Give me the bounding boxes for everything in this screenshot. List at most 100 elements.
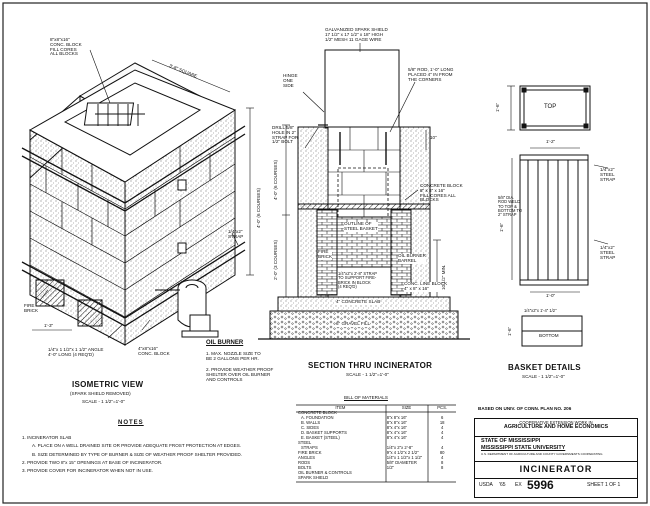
iso-strap-label: 1/4"x2" STRAP xyxy=(228,229,244,240)
concrete-block-line: FILL CORES ALL xyxy=(420,192,456,198)
strap-support-label: 1/4"x2"x 2'-8" STRAP TO SUPPORT FIRE- BR… xyxy=(338,271,378,290)
basket-dim-top: 1'-6" xyxy=(495,102,500,112)
title-block-coop: COOPERATIVE EXTENSION WORK IN AGRICULTUR… xyxy=(475,420,637,431)
bom-cell: CONCRETE BLOCK xyxy=(298,410,337,415)
title-block-rule xyxy=(475,436,637,437)
spark-shield-line: GALVANIZED SPARK SHIELD xyxy=(325,27,388,32)
spark-shield-line: 1/2" MESH 11 GAGE WIRE xyxy=(325,36,382,42)
hinge-label: HINGE ONE SIDE xyxy=(283,73,298,88)
bom-cell: 8"x 8"x 16" xyxy=(386,415,408,420)
bom-cell: STRAPS xyxy=(301,445,318,450)
note-line: 3. PROVIDE COVER FOR INCINERATOR WHEN NO… xyxy=(22,468,153,474)
title-block: COOPERATIVE EXTENSION WORK IN AGRICULTUR… xyxy=(474,418,638,498)
basket-outline-label: OUTLINE OF STEEL BASKET xyxy=(344,221,378,232)
title-block-coop-line: AGRICULTURE AND HOME ECONOMICS xyxy=(503,424,609,431)
iso-block-bottom-line: CONC. BLOCK xyxy=(138,350,170,356)
bom-cell xyxy=(428,475,456,480)
strap-support-line: (4 REQ'D) xyxy=(338,283,357,289)
basket-rod-line: 2" STRAP xyxy=(498,212,517,218)
bom-cell: C. SIDES xyxy=(301,425,319,430)
hinge-line: HINGE xyxy=(283,73,298,78)
title-block-year: '65 xyxy=(499,482,506,488)
section-view xyxy=(258,43,470,340)
strap-support-line: 1/4"x2"x 2'-8" STRAP xyxy=(338,271,378,276)
basket-title: BASKET DETAILS xyxy=(508,363,581,372)
oil-burner-note-line: 1. MAX. NOZZLE SIZE TO xyxy=(206,351,261,356)
oil-burner-note-1: 1. MAX. NOZZLE SIZE TO BE 2 GALLONS PER … xyxy=(206,351,261,362)
hinge-line: SIDE xyxy=(283,82,294,88)
iso-strap-line: STRAP xyxy=(228,233,244,239)
title-block-name: INCINERATOR xyxy=(519,464,593,474)
iso-block-bottom-label: 4"x8"x16" CONC. BLOCK xyxy=(138,346,170,357)
drill-line: HOLE IN 2" xyxy=(272,129,296,135)
bom-header-pcs: PCS. xyxy=(437,405,448,410)
rod-label: 5/8" ROD, 1'-0" LONG PLACED 4" IN FROM T… xyxy=(408,67,454,82)
iso-angle-line: 1/4"x 1 1/2"x 1 1/2" ANGLE xyxy=(48,347,104,352)
concrete-block-line: 8" x 8" x 16" xyxy=(420,187,445,193)
slab-label: 4" CONCRETE SLAB xyxy=(336,299,381,305)
basket-rod-label: 5/8" DIA. ROD WELD TO TOP & BOTTOM TO 2"… xyxy=(498,195,522,218)
bom-cell: A. FOUNDATION xyxy=(301,415,334,420)
basket-dim-mid: 1'-2" xyxy=(546,139,556,144)
gravel-label: 6" GRAVEL FILL xyxy=(336,321,371,327)
iso-angle-label: 1/4"x 1 1/2"x 1 1/2" ANGLE 4'-0" LONG (4… xyxy=(48,347,104,358)
bom-cell: BOLTS xyxy=(298,465,312,470)
basket-steel-strap-line: STEEL xyxy=(600,171,615,177)
iso-subtitle: (SPARK SHIELD REMOVED) xyxy=(70,391,131,396)
note-line: 1. INCINERATOR SLAB xyxy=(22,435,72,440)
notes-list: 1. INCINERATOR SLAB A. PLACE ON A WELL D… xyxy=(22,434,242,475)
bom-cell: ANGLES xyxy=(298,455,315,460)
basket-steel-strap-side-line: STRAP xyxy=(600,254,616,260)
oil-burner-note-line: BE 2 GALLONS PER HR. xyxy=(206,355,259,361)
bom-cell xyxy=(385,475,429,480)
bom-table: ITEM SIZE PCS. CONCRETE BLOCK A. FOUNDAT… xyxy=(296,405,456,480)
bom-cell: FIRE BRICK xyxy=(298,450,322,455)
iso-scale: SCALE - 1 1/2"=1'-0" xyxy=(82,399,125,404)
section-fire-brick-line: BRICK xyxy=(318,253,333,259)
strap-support-line: BRICK IN BLOCK xyxy=(338,279,371,285)
bom-cell: 1/4"x 1 1/2"x 1 1/2" xyxy=(386,455,423,460)
bom-cell: 9"x 4 1/2"x 2 1/2" xyxy=(386,450,419,455)
spark-shield-label: GALVANIZED SPARK SHIELD 17 1/2" x 17 1/2… xyxy=(325,27,388,42)
bom-cell: STEEL xyxy=(298,440,312,445)
bom-cell: SPARK SHIELD xyxy=(298,475,329,480)
iso-height-dim: 4'-0" (6 COURSES) xyxy=(256,187,261,228)
iso-fire-brick-line: BRICK xyxy=(24,307,39,313)
section-fire-brick-label: FIRE BRICK xyxy=(318,249,333,260)
bom-cell: 4 xyxy=(440,455,444,460)
drill-label: DRILL 5/8" HOLE IN 2" STRAP FOR 1/2" BOL… xyxy=(272,125,298,145)
bom-cell: RODS xyxy=(298,460,311,465)
note-line: 2. PROVIDE TWO 8"x 15" OPENINGS AT BASE … xyxy=(22,459,163,465)
basket-steel-strap-side-line: STEEL xyxy=(600,249,615,255)
bom-cell: 4 xyxy=(440,425,444,430)
table-row: ANGLES 1/4"x 1 1/2"x 1 1/2" 4 xyxy=(296,455,456,460)
bom-cell: 4 xyxy=(440,445,444,450)
bom-cell: 8 xyxy=(440,460,444,465)
conc-line-block-label: CONC. LINE BLOCK 4" x 8" x 16" xyxy=(404,281,448,292)
basket-rod-line: ROD WELD xyxy=(498,199,521,205)
bom-frame xyxy=(296,404,456,483)
bom-header-item: ITEM xyxy=(335,405,346,410)
iso-block-note-line: FILL CORES xyxy=(50,46,77,52)
title-block-sheet: SHEET 1 OF 1 xyxy=(587,482,621,488)
table-row: CONCRETE BLOCK xyxy=(296,410,456,415)
iso-block-bottom-line: 4"x8"x16" xyxy=(138,346,158,351)
rod-line: THE CORNERS xyxy=(408,76,442,82)
concrete-block-label: CONCRETE BLOCK 8" x 8" x 16" FILL CORES … xyxy=(420,183,463,203)
iso-title: ISOMETRIC VIEW xyxy=(72,380,144,389)
basket-steel-strap-side-line: 1/4"x2" xyxy=(600,245,615,250)
concrete-block-line: CONCRETE BLOCK xyxy=(420,183,463,188)
basket-dim-base: 1'-0" xyxy=(546,293,556,298)
note-line: B. SIZE DETERMINED BY TYPE OF BURNER & S… xyxy=(32,451,242,457)
burner-barrel-line: BARREL xyxy=(398,257,417,263)
title-block-state: STATE OF MISSISSIPPI xyxy=(481,438,541,444)
iso-width-dim: 1'-3" xyxy=(44,323,54,328)
basket-dim-side: 1'-6" xyxy=(499,222,504,232)
bom-header-size: SIZE xyxy=(401,405,412,410)
basket-top-label: TOP xyxy=(544,104,557,110)
conc-line-block-line: CONC. LINE BLOCK xyxy=(404,281,448,286)
